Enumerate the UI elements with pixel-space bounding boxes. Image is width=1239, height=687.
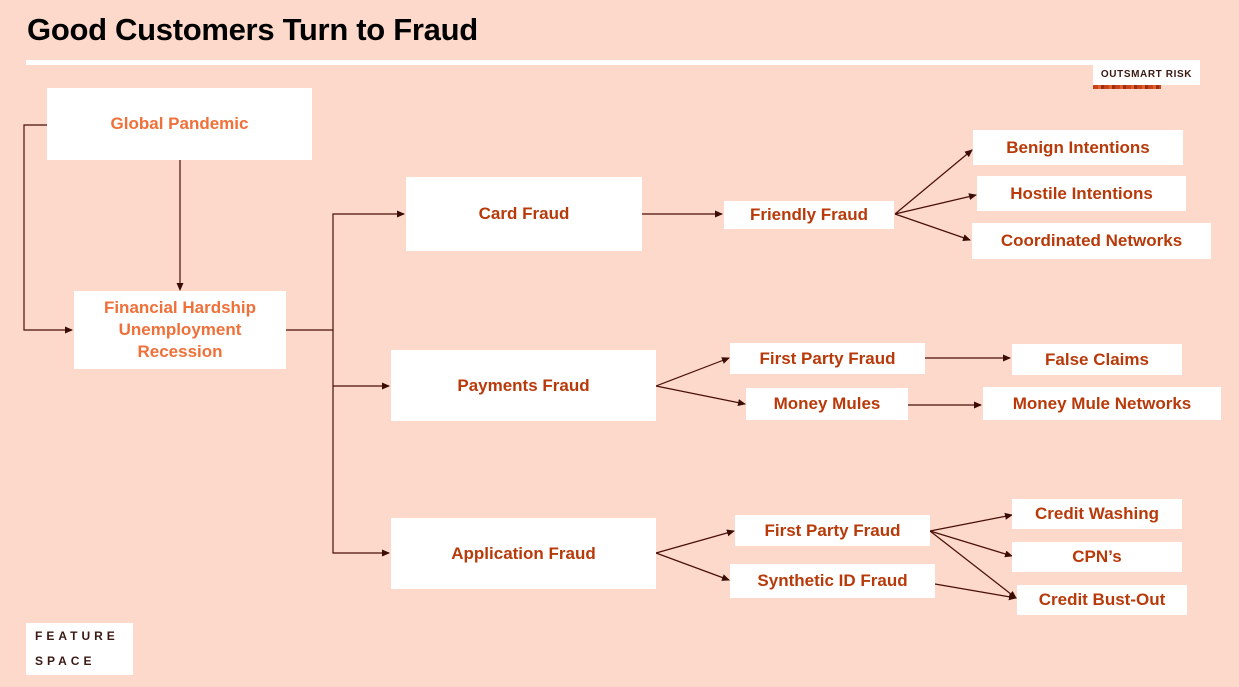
page-title: Good Customers Turn to Fraud [27,12,478,47]
node-payments-fraud: Payments Fraud [391,350,656,421]
node-synthetic-id-fraud: Synthetic ID Fraud [730,564,935,598]
friendly-to-coordinated-connector [894,213,971,242]
featurespace-logo: FEATURE SPACE [26,623,133,675]
node-first-party-fraud-application: First Party Fraud [735,515,930,546]
node-global-pandemic: Global Pandemic [47,88,312,160]
hardship-to-card-connector [286,210,405,331]
firstparty-to-bustout-connector [929,530,1017,599]
node-first-party-fraud-payments: First Party Fraud [730,343,925,374]
node-credit-bust-out: Credit Bust-Out [1017,585,1187,615]
application-to-firstparty-connector [655,529,735,554]
node-hostile-intentions: Hostile Intentions [977,176,1186,211]
badge-accent-bar [1093,85,1161,89]
node-credit-washing: Credit Washing [1012,499,1182,529]
logo-line-2: SPACE [35,654,96,668]
pandemic-loop-connector [23,124,73,334]
payments-to-moneymules-connector [655,385,746,407]
outsmart-risk-badge: OUTSMART RISK [1093,63,1200,85]
title-divider [26,60,1200,65]
logo-line-1: FEATURE [35,629,119,643]
node-false-claims: False Claims [1012,344,1182,375]
payments-to-firstparty-connector [655,357,730,387]
hardship-to-payments-connector [332,330,390,390]
node-financial-hardship: Financial Hardship Unemployment Recessio… [74,291,286,369]
hardship-line-2: Unemployment [118,320,242,339]
node-coordinated-networks: Coordinated Networks [972,223,1211,259]
node-card-fraud: Card Fraud [406,177,642,251]
node-money-mule-networks: Money Mule Networks [983,387,1221,420]
hardship-line-1: Financial Hardship [103,298,257,317]
hardship-to-application-connector [332,386,390,557]
node-money-mules: Money Mules [746,388,908,420]
friendly-to-hostile-connector [894,193,977,215]
friendly-to-benign-connector [894,149,973,215]
application-to-syntheticid-connector [655,552,730,581]
hardship-line-3: Recession [137,342,223,361]
firstparty-to-creditwashing-connector [929,512,1013,532]
node-cpns: CPN’s [1012,542,1182,572]
firstparty-to-cpns-connector [929,530,1013,558]
syntheticid-to-bustout-connector [934,583,1017,601]
node-friendly-fraud: Friendly Fraud [724,201,894,229]
node-application-fraud: Application Fraud [391,518,656,589]
node-benign-intentions: Benign Intentions [973,130,1183,165]
